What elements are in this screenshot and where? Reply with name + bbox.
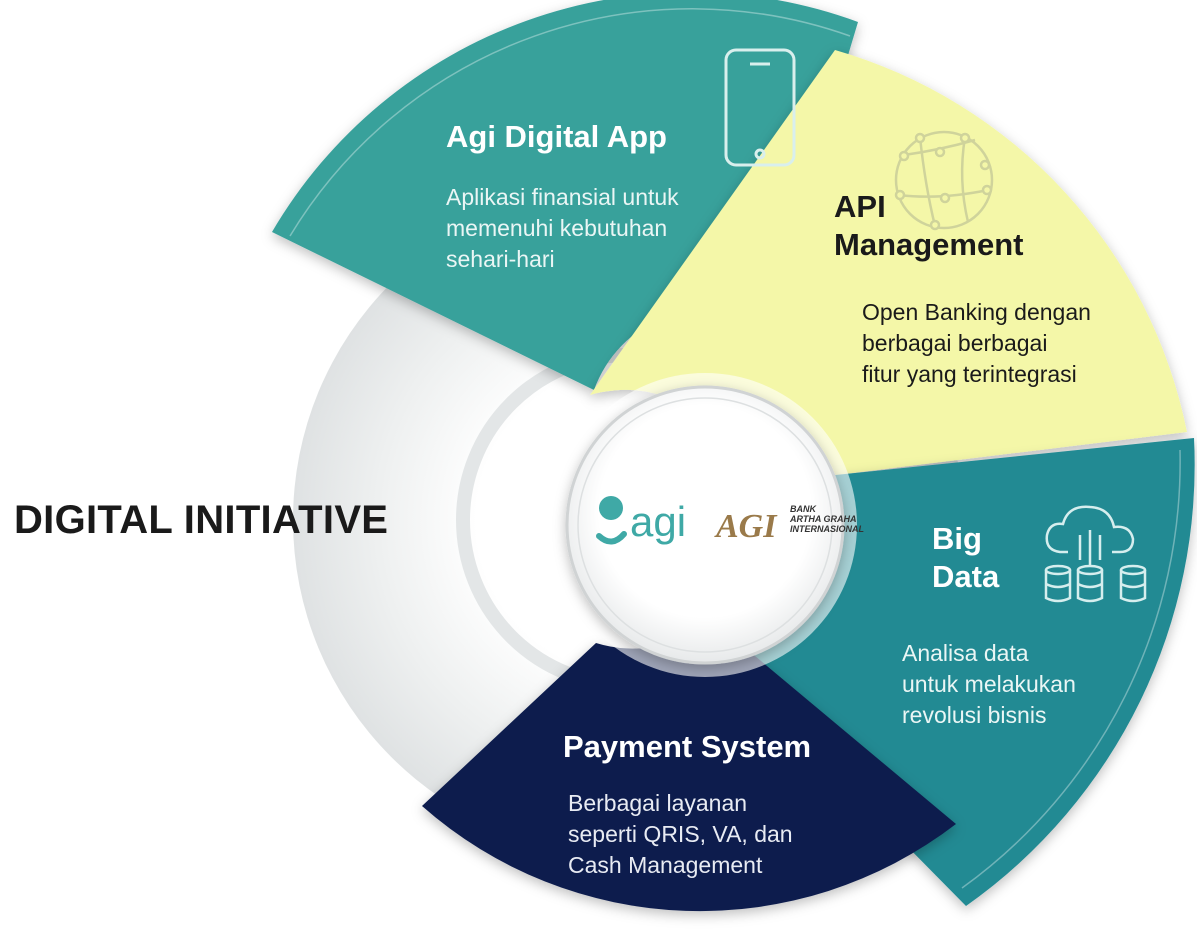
segment-title-big-data: Big Data	[932, 520, 999, 596]
globe-network-icon	[894, 130, 994, 231]
title-line: API	[834, 189, 886, 224]
agi-logo: agi	[596, 496, 686, 545]
title-line: Data	[932, 559, 1000, 594]
center-circle	[565, 385, 845, 665]
desc-line: revolusi bisnis	[902, 702, 1047, 728]
segment-border-agi	[289, 8, 851, 237]
segment-desc-payment-system: Berbagai layanan seperti QRIS, VA, dan C…	[568, 788, 793, 881]
agi-logo-text: agi	[630, 498, 686, 545]
title-line: Management	[834, 227, 1024, 262]
bank-artha-graha-logo: AGI BANK ARTHA GRAHA INTERNASIONAL	[714, 504, 864, 545]
smartphone-icon	[724, 48, 796, 167]
desc-line: fitur yang terintegrasi	[862, 361, 1077, 387]
segment-desc-big-data: Analisa data untuk melakukan revolusi bi…	[902, 638, 1076, 731]
segment-title-payment-system: Payment System	[563, 729, 812, 764]
segment-payment-system[interactable]	[422, 620, 956, 912]
segment-title-api-management: API Management	[834, 188, 1023, 264]
desc-line: Berbagai layanan	[568, 790, 748, 816]
desc-line: untuk melakukan	[902, 671, 1076, 697]
page-title: DIGITAL INITIATIVE	[14, 498, 389, 542]
bank-logo-line-3: INTERNASIONAL	[790, 524, 864, 534]
segment-border-bigdata	[961, 449, 1181, 889]
bank-logo-mark: AGI	[714, 508, 778, 545]
segment-desc-api-management: Open Banking dengan berbagai berbagai fi…	[862, 297, 1091, 390]
desc-line: berbagai berbagai	[862, 330, 1048, 356]
desc-line: memenuhi kebutuhan	[446, 215, 668, 241]
bank-logo-line-2: ARTHA GRAHA	[789, 514, 857, 524]
desc-line: seperti QRIS, VA, dan	[568, 821, 793, 847]
segment-desc-agi-digital-app: Aplikasi finansial untuk memenuhi kebutu…	[446, 182, 679, 275]
cloud-database-icon	[1044, 505, 1147, 603]
segment-title-agi-digital-app: Agi Digital App	[446, 119, 667, 154]
desc-line: Cash Management	[568, 852, 763, 878]
bank-logo-line-1: BANK	[790, 504, 817, 514]
center-circle-ring	[577, 397, 833, 653]
desc-line: Analisa data	[902, 640, 1029, 666]
desc-line: Aplikasi finansial untuk	[446, 184, 679, 210]
title-line: Big	[932, 521, 982, 556]
desc-line: Open Banking dengan	[862, 299, 1091, 325]
desc-line: sehari-hari	[446, 246, 555, 272]
